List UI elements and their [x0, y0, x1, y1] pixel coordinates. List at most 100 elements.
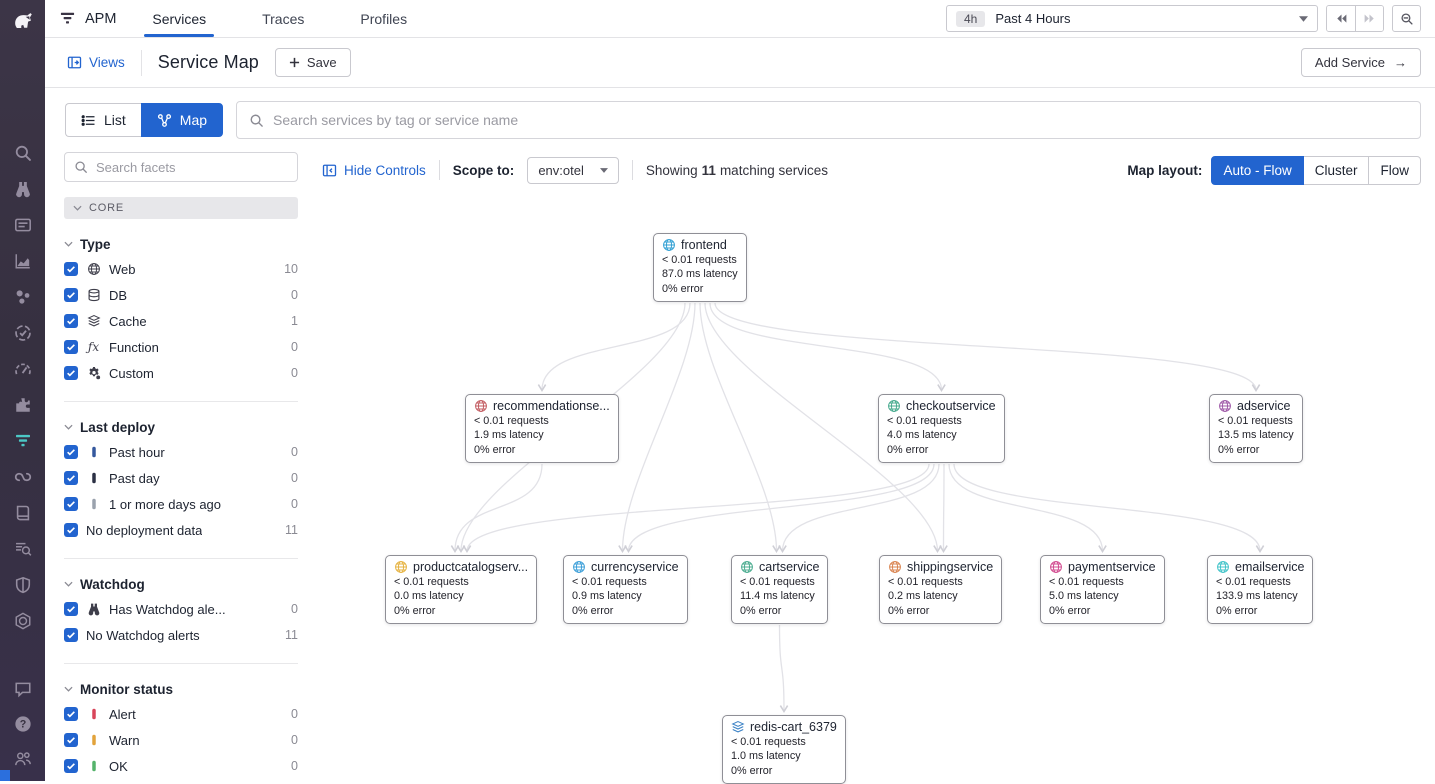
facet-count: 0	[291, 759, 298, 773]
edge-frontend-to-cartservice	[699, 302, 781, 554]
checkbox-checked[interactable]	[64, 366, 78, 380]
account-icon[interactable]	[12, 748, 33, 769]
service-error: 0% error	[740, 604, 782, 617]
service-name: currencyservice	[591, 560, 679, 574]
facet-section-title[interactable]: Monitor status	[64, 677, 298, 701]
notebooks-icon[interactable]	[12, 502, 33, 523]
layout-flow-button[interactable]: Flow	[1369, 155, 1421, 185]
checkbox-checked[interactable]	[64, 707, 78, 721]
zoom-out-icon[interactable]	[1392, 5, 1421, 32]
checkbox-checked[interactable]	[64, 314, 78, 328]
logs-icon[interactable]	[12, 538, 33, 559]
facet-section-title[interactable]: Type	[64, 232, 298, 256]
time-back-icon[interactable]	[1327, 6, 1355, 31]
binoculars-icon	[86, 602, 101, 617]
service-error: 0% error	[662, 282, 704, 295]
layout-cluster-button[interactable]: Cluster	[1303, 155, 1370, 185]
facet-section-title[interactable]: Last deploy	[64, 415, 298, 439]
watchdog-icon[interactable]	[12, 178, 33, 199]
service-latency: 0.9 ms latency	[572, 590, 642, 603]
list-icon	[81, 113, 96, 128]
checkbox-checked[interactable]	[64, 602, 78, 616]
checkbox-checked[interactable]	[64, 262, 78, 276]
security-icon[interactable]	[12, 574, 33, 595]
layout-auto-flow-button[interactable]: Auto - Flow	[1211, 155, 1304, 185]
view-toolbar: List Map	[45, 88, 1435, 150]
gears-icon	[86, 366, 101, 381]
tab-traces[interactable]: Traces	[262, 10, 305, 27]
checkbox-checked[interactable]	[64, 471, 78, 485]
facet-section-title[interactable]: Watchdog	[64, 572, 298, 596]
infrastructure-icon[interactable]	[12, 286, 33, 307]
chat-icon[interactable]	[12, 678, 33, 699]
hide-controls-button[interactable]: Hide Controls	[322, 163, 426, 178]
service-latency: 0.2 ms latency	[888, 590, 958, 603]
checkbox-checked[interactable]	[64, 497, 78, 511]
scope-select[interactable]: env:otel	[527, 156, 619, 184]
metrics-icon[interactable]	[12, 250, 33, 271]
service-search-input[interactable]	[273, 112, 1408, 128]
facet-row-has-watchdog-ale-[interactable]: Has Watchdog ale...0	[64, 596, 298, 622]
network-icon[interactable]	[12, 610, 33, 631]
views-button[interactable]: Views	[67, 55, 125, 70]
map-layout-switcher: Map layout: Auto - Flow Cluster Flow	[1127, 155, 1421, 185]
checkbox-checked[interactable]	[64, 340, 78, 354]
events-icon[interactable]	[12, 214, 33, 235]
service-latency: 4.0 ms latency	[887, 429, 957, 442]
tab-services[interactable]: Services	[142, 0, 216, 37]
service-error: 0% error	[888, 604, 930, 617]
facet-search-input[interactable]	[96, 159, 288, 175]
checkbox-checked[interactable]	[64, 523, 78, 537]
monitors-icon[interactable]	[12, 322, 33, 343]
globe-icon	[1049, 560, 1063, 574]
service-latency: 0.0 ms latency	[394, 590, 464, 603]
checkbox-checked[interactable]	[64, 628, 78, 642]
add-service-button[interactable]: Add Service →	[1300, 48, 1421, 77]
tab-profiles[interactable]: Profiles	[360, 10, 408, 27]
datadog-logo[interactable]	[0, 0, 45, 44]
integrations-icon[interactable]	[12, 394, 33, 415]
checkbox-checked[interactable]	[64, 445, 78, 459]
time-range-picker[interactable]: 4h Past 4 Hours	[946, 5, 1318, 32]
facet-group-core[interactable]: CORE	[64, 197, 298, 219]
pill-icon	[86, 471, 101, 486]
time-forward-icon[interactable]	[1355, 6, 1383, 31]
service-map-icon[interactable]	[12, 466, 33, 487]
checkbox-checked[interactable]	[64, 733, 78, 747]
search-icon[interactable]	[12, 142, 33, 163]
checkbox-checked[interactable]	[64, 759, 78, 773]
map-view-button[interactable]: Map	[140, 103, 224, 137]
list-view-button[interactable]: List	[65, 103, 141, 137]
checkbox-checked[interactable]	[64, 288, 78, 302]
apm-icon[interactable]	[12, 430, 33, 451]
save-button[interactable]: Save	[274, 48, 351, 77]
help-icon[interactable]: ?	[12, 713, 33, 734]
views-label: Views	[89, 55, 125, 70]
dashboards-icon[interactable]	[12, 358, 33, 379]
plus-icon	[289, 57, 300, 68]
